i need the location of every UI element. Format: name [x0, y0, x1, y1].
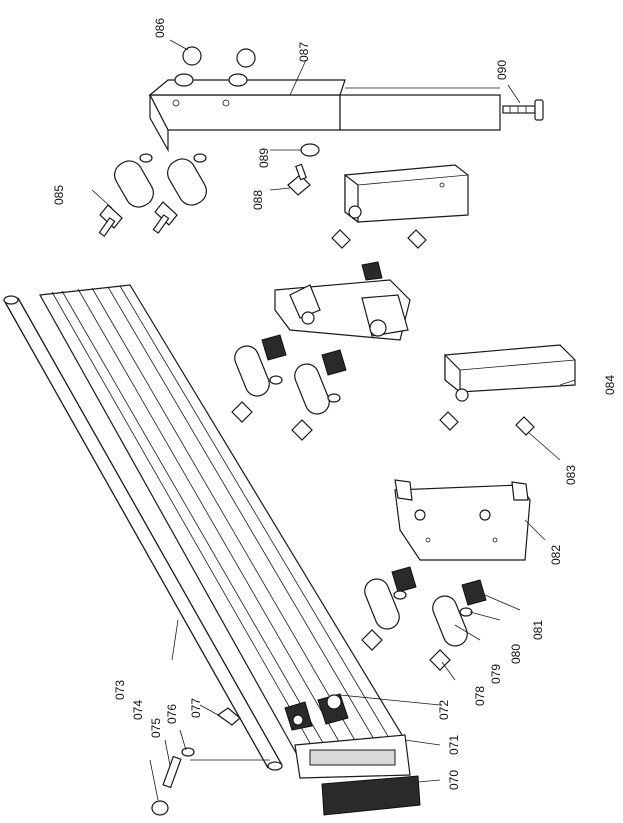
links-and-bolts-085: [98, 153, 207, 237]
plate-082: [394, 479, 531, 561]
part-label-070: 070: [447, 770, 461, 790]
part-label-078: 078: [473, 686, 487, 706]
bracket-084: [439, 344, 576, 436]
part-label-087: 087: [297, 42, 311, 62]
links-lower: [361, 566, 487, 671]
screw-090: [502, 99, 544, 121]
end-cap-070: [321, 775, 421, 816]
part-label-080: 080: [509, 644, 523, 664]
part-label-088: 088: [251, 190, 265, 210]
part-label-082: 082: [549, 545, 563, 565]
rod-076: [3, 295, 283, 771]
part-label-090: 090: [495, 60, 509, 80]
part-label-074: 074: [131, 700, 145, 720]
part-label-072: 072: [437, 700, 451, 720]
pin-and-bolt-088-089: [287, 143, 320, 196]
part-label-083: 083: [564, 465, 578, 485]
part-label-086: 086: [153, 18, 167, 38]
leader-lines: [91, 39, 576, 801]
part-label-077: 077: [189, 698, 203, 718]
aluminum-profile: [39, 284, 411, 779]
links-middle: [231, 334, 347, 441]
part-labels: 070 071 072 073 074 075 076 077 078 079 …: [52, 18, 617, 790]
part-label-089: 089: [257, 148, 271, 168]
cap-nut-086: [174, 46, 256, 87]
bracket-middle: [274, 261, 411, 341]
part-label-085: 085: [52, 185, 66, 205]
part-label-081: 081: [531, 620, 545, 640]
parts-073-077: [151, 707, 241, 816]
part-label-076: 076: [165, 704, 179, 724]
part-label-084: 084: [603, 375, 617, 395]
part-label-075: 075: [149, 718, 163, 738]
part-label-073: 073: [113, 680, 127, 700]
part-label-071: 071: [447, 735, 461, 755]
part-label-079: 079: [489, 664, 503, 684]
square-tube-087: [148, 79, 501, 153]
fittings-072: [284, 693, 349, 731]
bracket-upper: [331, 164, 469, 249]
